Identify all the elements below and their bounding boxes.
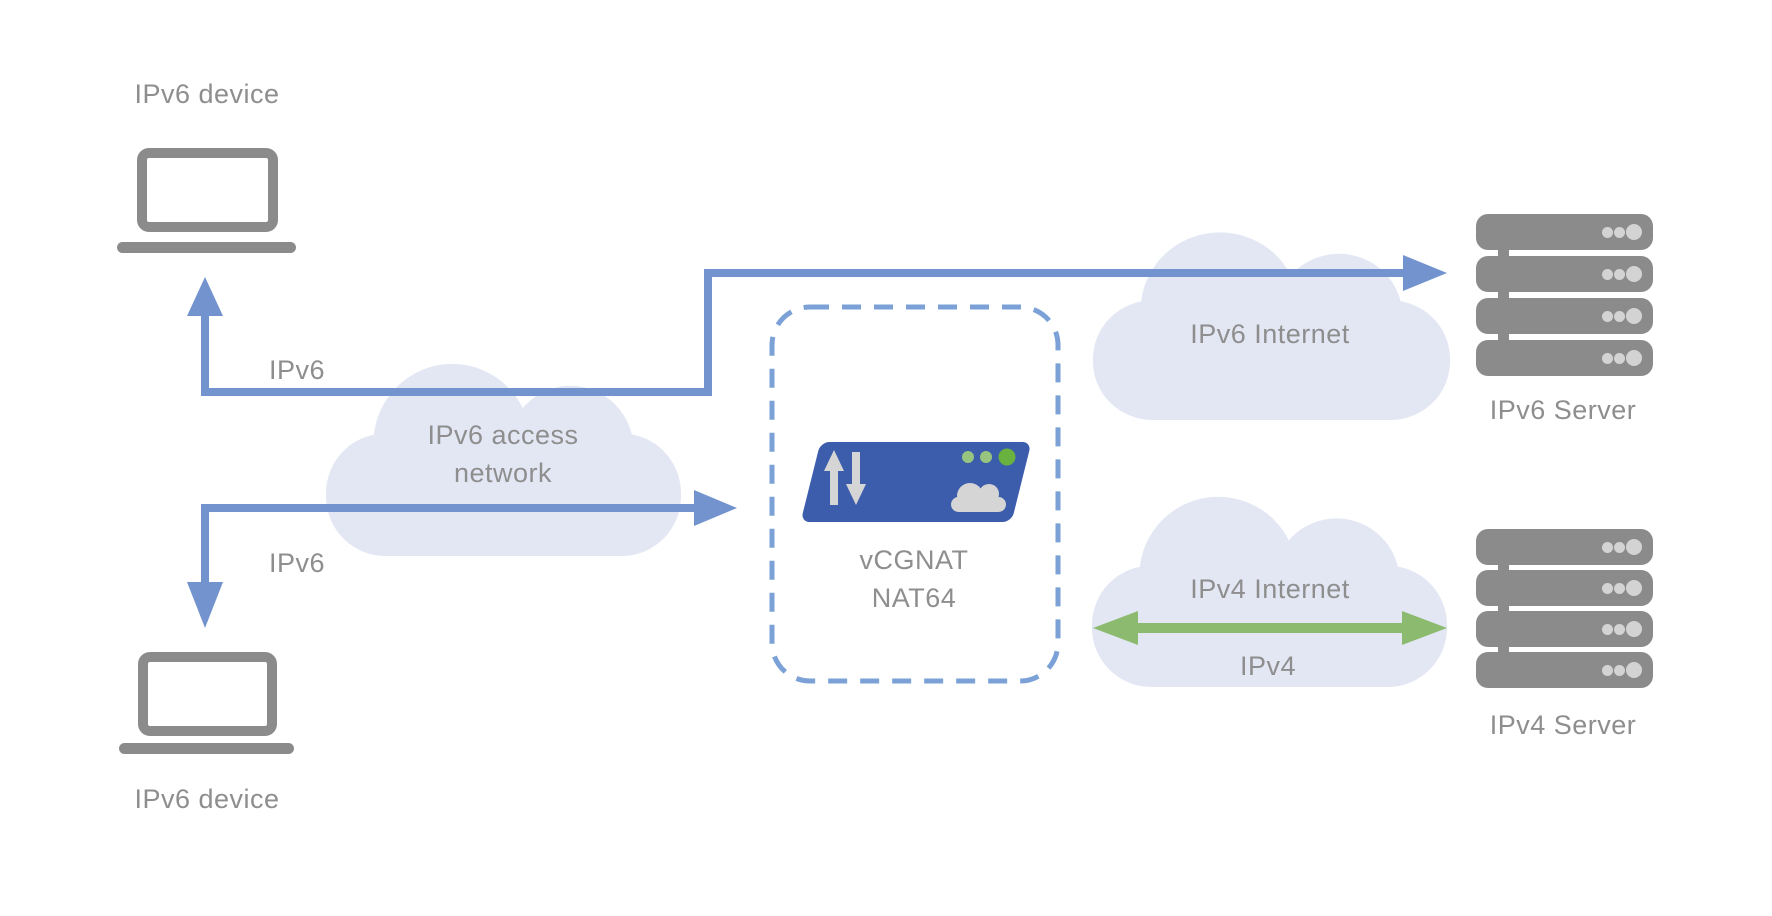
nat64-dashed-boundary: [769, 304, 1061, 684]
server-led: [1626, 350, 1642, 366]
server-unit: [1476, 611, 1653, 647]
ipv4-link-label: IPv4: [1239, 651, 1297, 681]
ipv4-server-label: IPv4 Server: [1489, 710, 1637, 740]
access-network-label-line1: IPv6 access: [427, 420, 579, 450]
up-arrow-icon: [824, 450, 844, 471]
arrowhead-down-icon: [187, 582, 223, 628]
arrowhead-left-icon: [1093, 611, 1138, 645]
ipv6-flow-line-bottom: [201, 504, 696, 585]
laptop-base: [119, 743, 294, 754]
laptop-icon: [137, 148, 278, 232]
up-arrow-shaft: [830, 469, 838, 505]
access-network-label: IPv6 access network: [353, 416, 653, 492]
server-unit: [1476, 570, 1653, 606]
nat-device-label-line1: vCGNAT: [859, 545, 969, 575]
server-rail: [1498, 533, 1509, 687]
server-stack-icon: [1476, 214, 1653, 376]
ipv6-flow-line-top: [201, 269, 1406, 396]
nat-device-label: vCGNAT NAT64: [764, 541, 1064, 617]
status-led: [980, 451, 992, 463]
server-led: [1614, 269, 1625, 280]
cloud-shape: [326, 363, 681, 556]
server-led: [1614, 353, 1625, 364]
server-rail: [1498, 218, 1509, 372]
server-unit: [1476, 529, 1653, 565]
server-led: [1602, 542, 1613, 553]
server-unit: [1476, 340, 1653, 376]
ipv6-internet-label: IPv6 Internet: [1190, 319, 1350, 349]
server-unit: [1476, 214, 1653, 250]
server-led: [1602, 269, 1613, 280]
ipv4-internet-label: IPv4 Internet: [1190, 574, 1350, 604]
server-led: [1614, 542, 1625, 553]
server-led: [1614, 624, 1625, 635]
server-led: [1602, 665, 1613, 676]
ipv6-link-bottom-label: IPv6: [268, 548, 326, 578]
status-led: [962, 451, 974, 463]
cloud-icon: [951, 483, 1006, 512]
status-led: [998, 448, 1016, 466]
server-led: [1626, 662, 1642, 678]
server-unit: [1476, 652, 1653, 688]
down-arrow-shaft: [852, 452, 860, 486]
ipv6-server-label: IPv6 Server: [1489, 395, 1637, 425]
server-led: [1626, 224, 1642, 240]
server-led: [1614, 227, 1625, 238]
laptop-icon: [138, 652, 277, 736]
down-arrow-icon: [846, 484, 866, 505]
arrowhead-up-icon: [187, 277, 223, 316]
server-led: [1626, 308, 1642, 324]
server-led: [1626, 621, 1642, 637]
arrowhead-right-icon: [1403, 255, 1447, 291]
device-top-label: IPv6 device: [134, 79, 280, 109]
device-bottom-label: IPv6 device: [134, 784, 280, 814]
access-network-label-line2: network: [453, 458, 553, 488]
laptop-base: [117, 242, 296, 253]
server-led: [1602, 227, 1613, 238]
server-led: [1614, 311, 1625, 322]
nat-device-label-line2: NAT64: [871, 583, 957, 613]
arrowhead-right-icon: [1402, 611, 1447, 645]
server-led: [1626, 580, 1642, 596]
server-unit: [1476, 256, 1653, 292]
server-unit: [1476, 298, 1653, 334]
router-icon: [802, 442, 1030, 522]
server-led: [1602, 624, 1613, 635]
server-led: [1602, 583, 1613, 594]
server-led: [1626, 539, 1642, 555]
access-network-cloud-icon: [326, 363, 681, 556]
ipv6-link-top-label: IPv6: [268, 355, 326, 385]
server-stack-icon: [1476, 529, 1653, 691]
arrowhead-right-icon: [694, 490, 737, 526]
server-led: [1614, 665, 1625, 676]
server-led: [1602, 311, 1613, 322]
server-led: [1626, 266, 1642, 282]
server-led: [1614, 583, 1625, 594]
server-led: [1602, 353, 1613, 364]
